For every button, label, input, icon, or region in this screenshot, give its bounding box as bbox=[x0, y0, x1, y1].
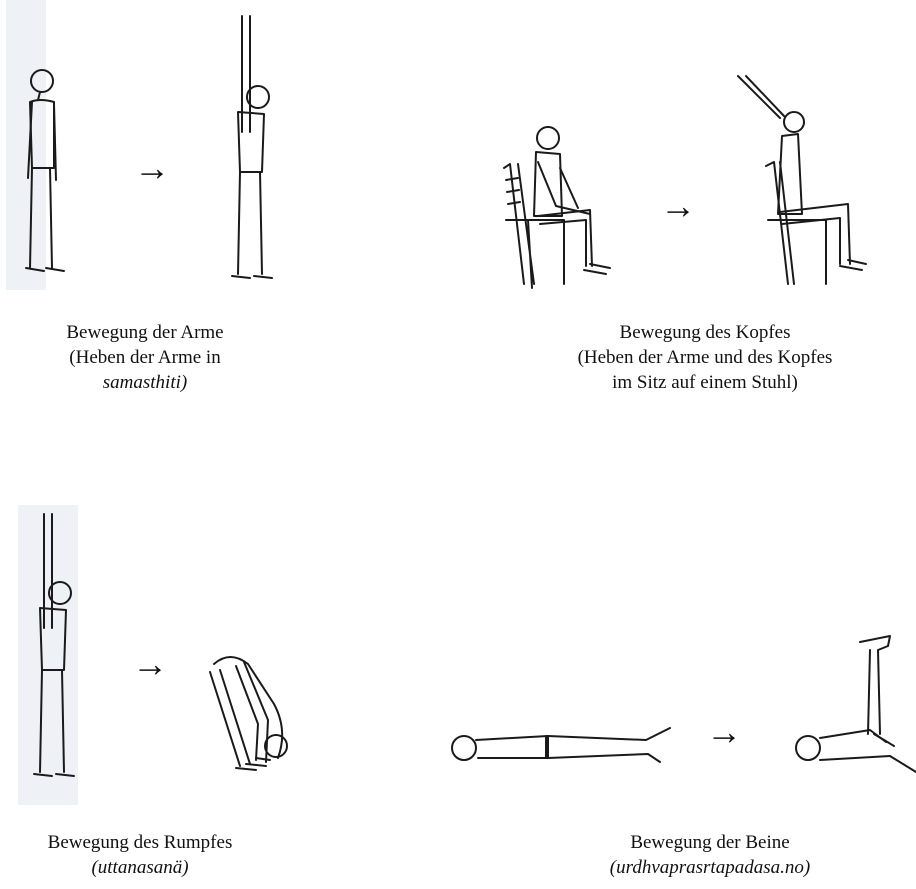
arrow-1: → bbox=[134, 150, 170, 186]
caption-trunk-line2: (uttanasanä) bbox=[10, 855, 270, 880]
caption-arms-line3: samasthiti) bbox=[20, 370, 270, 395]
seated-figure-arms-raised bbox=[736, 74, 866, 294]
caption-head-title: Bewegung des Kopfes bbox=[520, 320, 890, 345]
standing-figure-arms-raised-2 bbox=[24, 510, 84, 790]
standing-figure-arms-raised bbox=[220, 12, 280, 292]
caption-head-line2: (Heben der Arme und des Kopfes bbox=[520, 345, 890, 370]
caption-arms: Bewegung der Arme (Heben der Arme in sam… bbox=[20, 320, 270, 395]
caption-legs-title: Bewegung der Beine bbox=[560, 830, 860, 855]
caption-trunk-title: Bewegung des Rumpfes bbox=[10, 830, 270, 855]
caption-trunk: Bewegung des Rumpfes (uttanasanä) bbox=[10, 830, 270, 880]
standing-figure-arms-down bbox=[20, 68, 70, 290]
seated-figure-on-chair bbox=[498, 124, 613, 294]
arrow-2: → bbox=[660, 188, 696, 224]
arrow-4: → bbox=[706, 714, 742, 750]
arrow-3: → bbox=[132, 646, 168, 682]
caption-legs-line2: (urdhvaprasrtapadasa.no) bbox=[560, 855, 860, 880]
caption-arms-title: Bewegung der Arme bbox=[20, 320, 270, 345]
caption-legs: Bewegung der Beine (urdhvaprasrtapadasa.… bbox=[560, 830, 860, 880]
forward-bend-figure bbox=[196, 650, 296, 782]
caption-head: Bewegung des Kopfes (Heben der Arme und … bbox=[520, 320, 890, 395]
caption-head-line3: im Sitz auf einem Stuhl) bbox=[520, 370, 890, 395]
caption-arms-line2: (Heben der Arme in bbox=[20, 345, 270, 370]
lying-figure bbox=[448, 724, 674, 772]
lying-figure-legs-raised bbox=[790, 634, 916, 772]
